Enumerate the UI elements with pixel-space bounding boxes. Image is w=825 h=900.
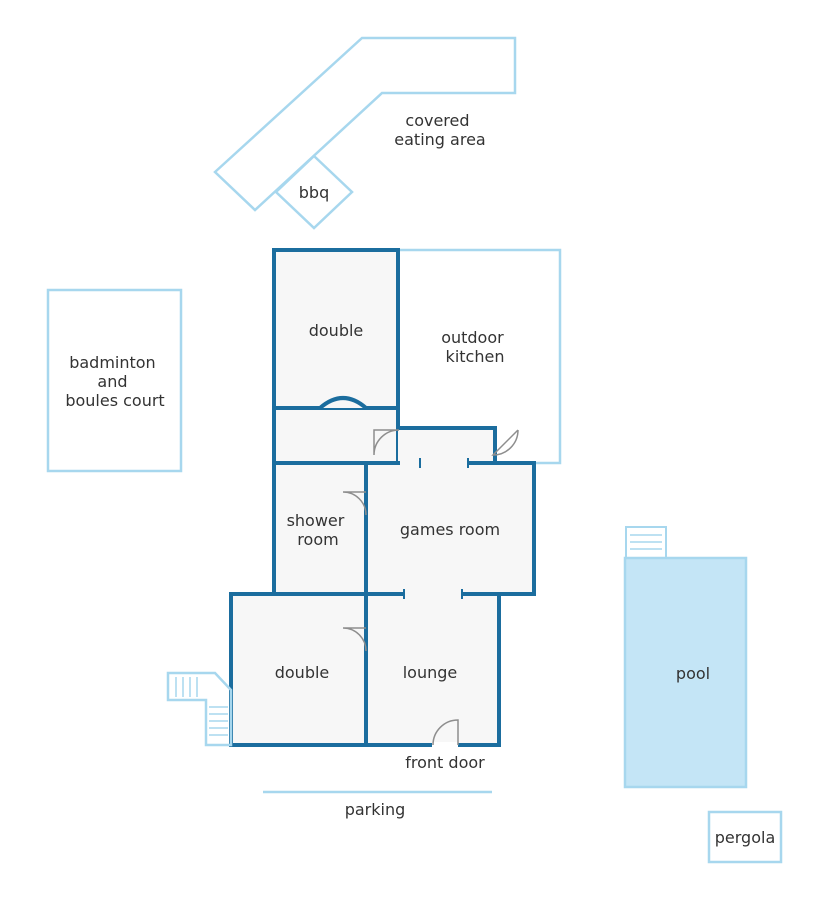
badminton-court[interactable] [46, 288, 183, 473]
door-swing-hall-right[interactable] [491, 429, 519, 456]
lounge-label: lounge [403, 663, 458, 682]
door-swing-front[interactable] [432, 719, 459, 746]
pergola[interactable] [707, 810, 783, 864]
games-room-label: games room [400, 520, 500, 539]
hallway[interactable] [272, 406, 400, 465]
hallway-annex [398, 426, 497, 465]
bbq-area[interactable] [274, 154, 354, 230]
bbq-label: bbq [299, 183, 329, 202]
double-bottom-label: double [275, 663, 330, 682]
room-lounge[interactable] [364, 592, 501, 747]
covered-eating-area-label: covered eating area [394, 111, 485, 149]
door-swing-shower[interactable] [342, 491, 367, 516]
door-swing-double-bottom[interactable] [342, 627, 367, 652]
outdoor-kitchen[interactable] [398, 248, 562, 465]
parking-label: parking [345, 800, 406, 819]
pergola-label: pergola [715, 828, 776, 847]
room-double-bottom[interactable] [229, 592, 368, 747]
pool-label: pool [676, 664, 710, 683]
arch-opening [318, 396, 368, 410]
covered-eating-area[interactable] [213, 36, 517, 212]
double-top-label: double [309, 321, 364, 340]
front-door-label: front door [405, 753, 485, 772]
outdoor-kitchen-label: outdoor kitchen [441, 328, 509, 366]
pool-steps[interactable] [625, 526, 667, 560]
room-double-top[interactable] [272, 248, 400, 410]
door-jambs [403, 458, 469, 599]
door-swing-hall-left[interactable] [373, 429, 400, 456]
pool[interactable] [623, 556, 748, 789]
exterior-stairs[interactable] [166, 671, 233, 747]
shower-room-label: shower room [287, 511, 350, 549]
room-games[interactable] [364, 461, 536, 596]
badminton-court-label: badminton and boules court [65, 353, 164, 410]
